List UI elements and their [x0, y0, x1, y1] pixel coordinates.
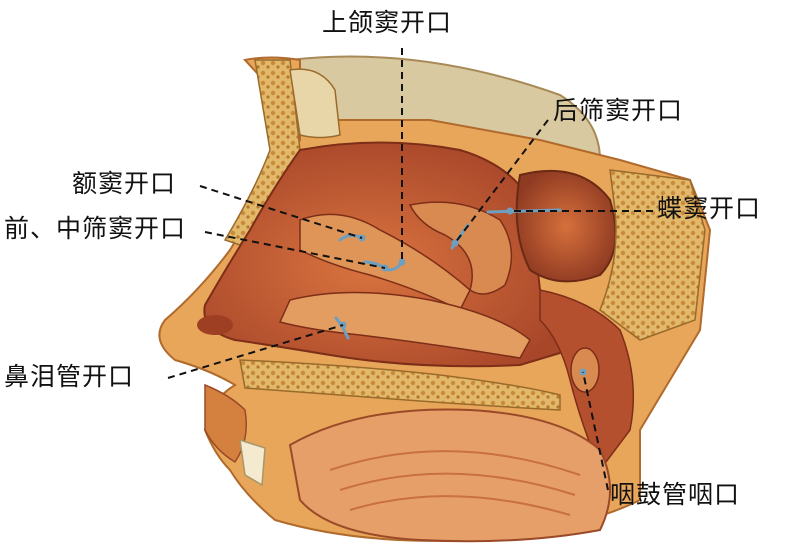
label-maxillary-sinus-opening: 上颌窦开口	[322, 8, 453, 37]
label-posterior-ethmoid-opening: 后筛窦开口	[553, 96, 684, 125]
tongue	[288, 408, 611, 543]
probe-sphenoid	[486, 208, 562, 214]
leader-nasolacrimal	[167, 324, 344, 379]
superior-turbinate	[408, 201, 513, 295]
hard-palate	[239, 359, 561, 411]
inferior-turbinate	[278, 291, 531, 359]
label-pharyngeal-tube-opening: 咽鼓管咽口	[610, 480, 741, 509]
sphenoid-sinus	[515, 169, 617, 283]
leader-frontal	[199, 185, 363, 239]
leader-lines	[167, 48, 653, 491]
label-sphenoid-sinus-opening: 蝶窦开口	[657, 194, 762, 223]
nostril	[197, 315, 233, 335]
frontal-sinus	[289, 68, 341, 139]
leader-ant-mid-ethmoid	[204, 231, 386, 269]
label-nasolacrimal-duct-opening: 鼻泪管开口	[4, 362, 135, 391]
label-anterior-middle-ethmoid-opening: 前、中筛窦开口	[4, 214, 187, 243]
leader-pharyngeal	[582, 371, 609, 491]
label-frontal-sinus-opening: 额窦开口	[72, 169, 177, 198]
leader-posterior-ethmoid	[454, 119, 549, 244]
sphenoid-bone	[599, 169, 706, 341]
tongue-texture	[329, 450, 581, 516]
incisor-tooth	[239, 438, 266, 487]
